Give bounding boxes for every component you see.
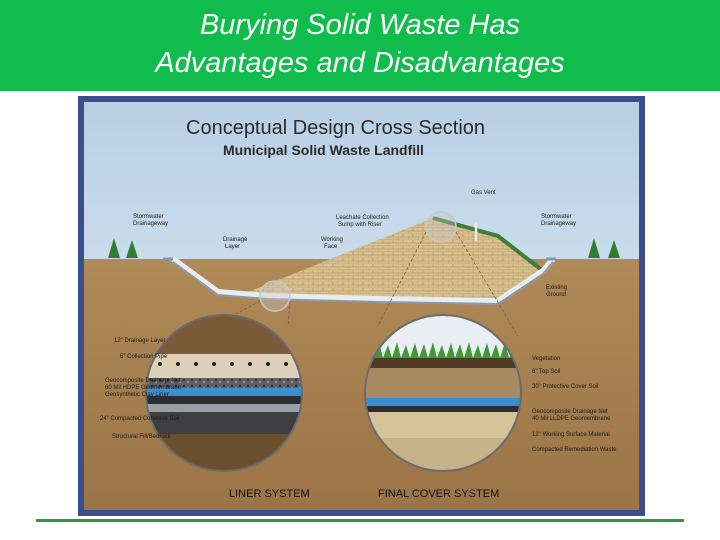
svg-text:Existing: Existing — [546, 285, 567, 291]
diagram-heading: Conceptual Design Cross Section — [186, 117, 485, 139]
svg-text:30" Protective Cover Soil: 30" Protective Cover Soil — [532, 384, 599, 390]
svg-text:Structural Fill/Bedrock: Structural Fill/Bedrock — [112, 434, 172, 440]
svg-text:Geosynthetic Clay Liner: Geosynthetic Clay Liner — [105, 392, 169, 398]
landfill-diagram: Conceptual Design Cross Section Municipa… — [84, 102, 639, 510]
svg-text:Working: Working — [321, 237, 343, 243]
title-banner — [0, 0, 720, 91]
cover-circle-border — [364, 314, 522, 472]
svg-text:6" Collection Pipe: 6" Collection Pipe — [120, 354, 168, 360]
waste-mound — [243, 218, 543, 301]
cover-magnify-spot — [425, 211, 457, 243]
cover-system-detail — [365, 315, 521, 471]
svg-text:12" Drainage Layer: 12" Drainage Layer — [114, 338, 166, 344]
svg-text:Drainageway: Drainageway — [541, 221, 576, 227]
liner-layer-labels: 12" Drainage Layer 6" Collection Pipe Ge… — [100, 338, 182, 440]
diagram-subheading: Municipal Solid Waste Landfill — [223, 142, 424, 158]
svg-text:Vegetation: Vegetation — [532, 356, 560, 362]
liner-membrane — [172, 261, 554, 306]
section-labels: Stormwater Drainageway Drainage Layer Le… — [133, 190, 576, 298]
svg-text:Stormwater: Stormwater — [541, 214, 572, 220]
svg-text:24" Compacted Cohesive Soil: 24" Compacted Cohesive Soil — [100, 416, 180, 422]
cover-layer-labels: Vegetation 6" Top Soil 30" Protective Co… — [532, 356, 617, 453]
liner-magnify-spot — [259, 280, 291, 312]
landfill-cross-section-figure: Conceptual Design Cross Section Municipa… — [78, 96, 645, 516]
svg-text:40 Mil LLDPE Geomembrane: 40 Mil LLDPE Geomembrane — [532, 416, 611, 422]
bottom-divider — [36, 519, 684, 522]
svg-text:Drainageway: Drainageway — [133, 221, 168, 227]
svg-text:Ground: Ground — [546, 292, 566, 298]
final-cover-caption: FINAL COVER SYSTEM — [378, 488, 499, 500]
final-cover-cap — [432, 216, 545, 273]
trees-right — [588, 238, 620, 258]
trees-left — [108, 238, 138, 258]
svg-text:Face: Face — [324, 244, 338, 250]
svg-text:Gas Vent: Gas Vent — [471, 190, 496, 196]
svg-text:Drainage: Drainage — [223, 237, 248, 243]
liner-system-caption: LINER SYSTEM — [229, 488, 310, 500]
svg-text:Leachate Collection: Leachate Collection — [336, 215, 389, 221]
svg-text:Sump with Riser: Sump with Riser — [338, 222, 382, 228]
liner-layer — [171, 256, 556, 305]
svg-text:Compacted Remediation Waste: Compacted Remediation Waste — [532, 447, 617, 453]
svg-text:Geocomposite Drainage Net: Geocomposite Drainage Net — [532, 409, 608, 415]
svg-text:6" Top Soil: 6" Top Soil — [532, 369, 560, 375]
svg-text:Geocomposite Drainage Net: Geocomposite Drainage Net — [105, 378, 181, 384]
slide-title: Burying Solid Waste Has Advantages and D… — [0, 6, 720, 82]
svg-text:60 Mil HDPE Geomembrane: 60 Mil HDPE Geomembrane — [105, 385, 182, 391]
slide-title-line-1: Burying Solid Waste Has — [199, 9, 521, 41]
slide-title-line-2: Advantages and Disadvantages — [155, 47, 565, 79]
cover-zoom-lines — [377, 231, 519, 337]
svg-text:Stormwater: Stormwater — [133, 214, 164, 220]
svg-text:Layer: Layer — [225, 244, 240, 250]
svg-text:12" Working Surface Material: 12" Working Surface Material — [532, 432, 610, 438]
liner-circle-border — [145, 314, 303, 472]
